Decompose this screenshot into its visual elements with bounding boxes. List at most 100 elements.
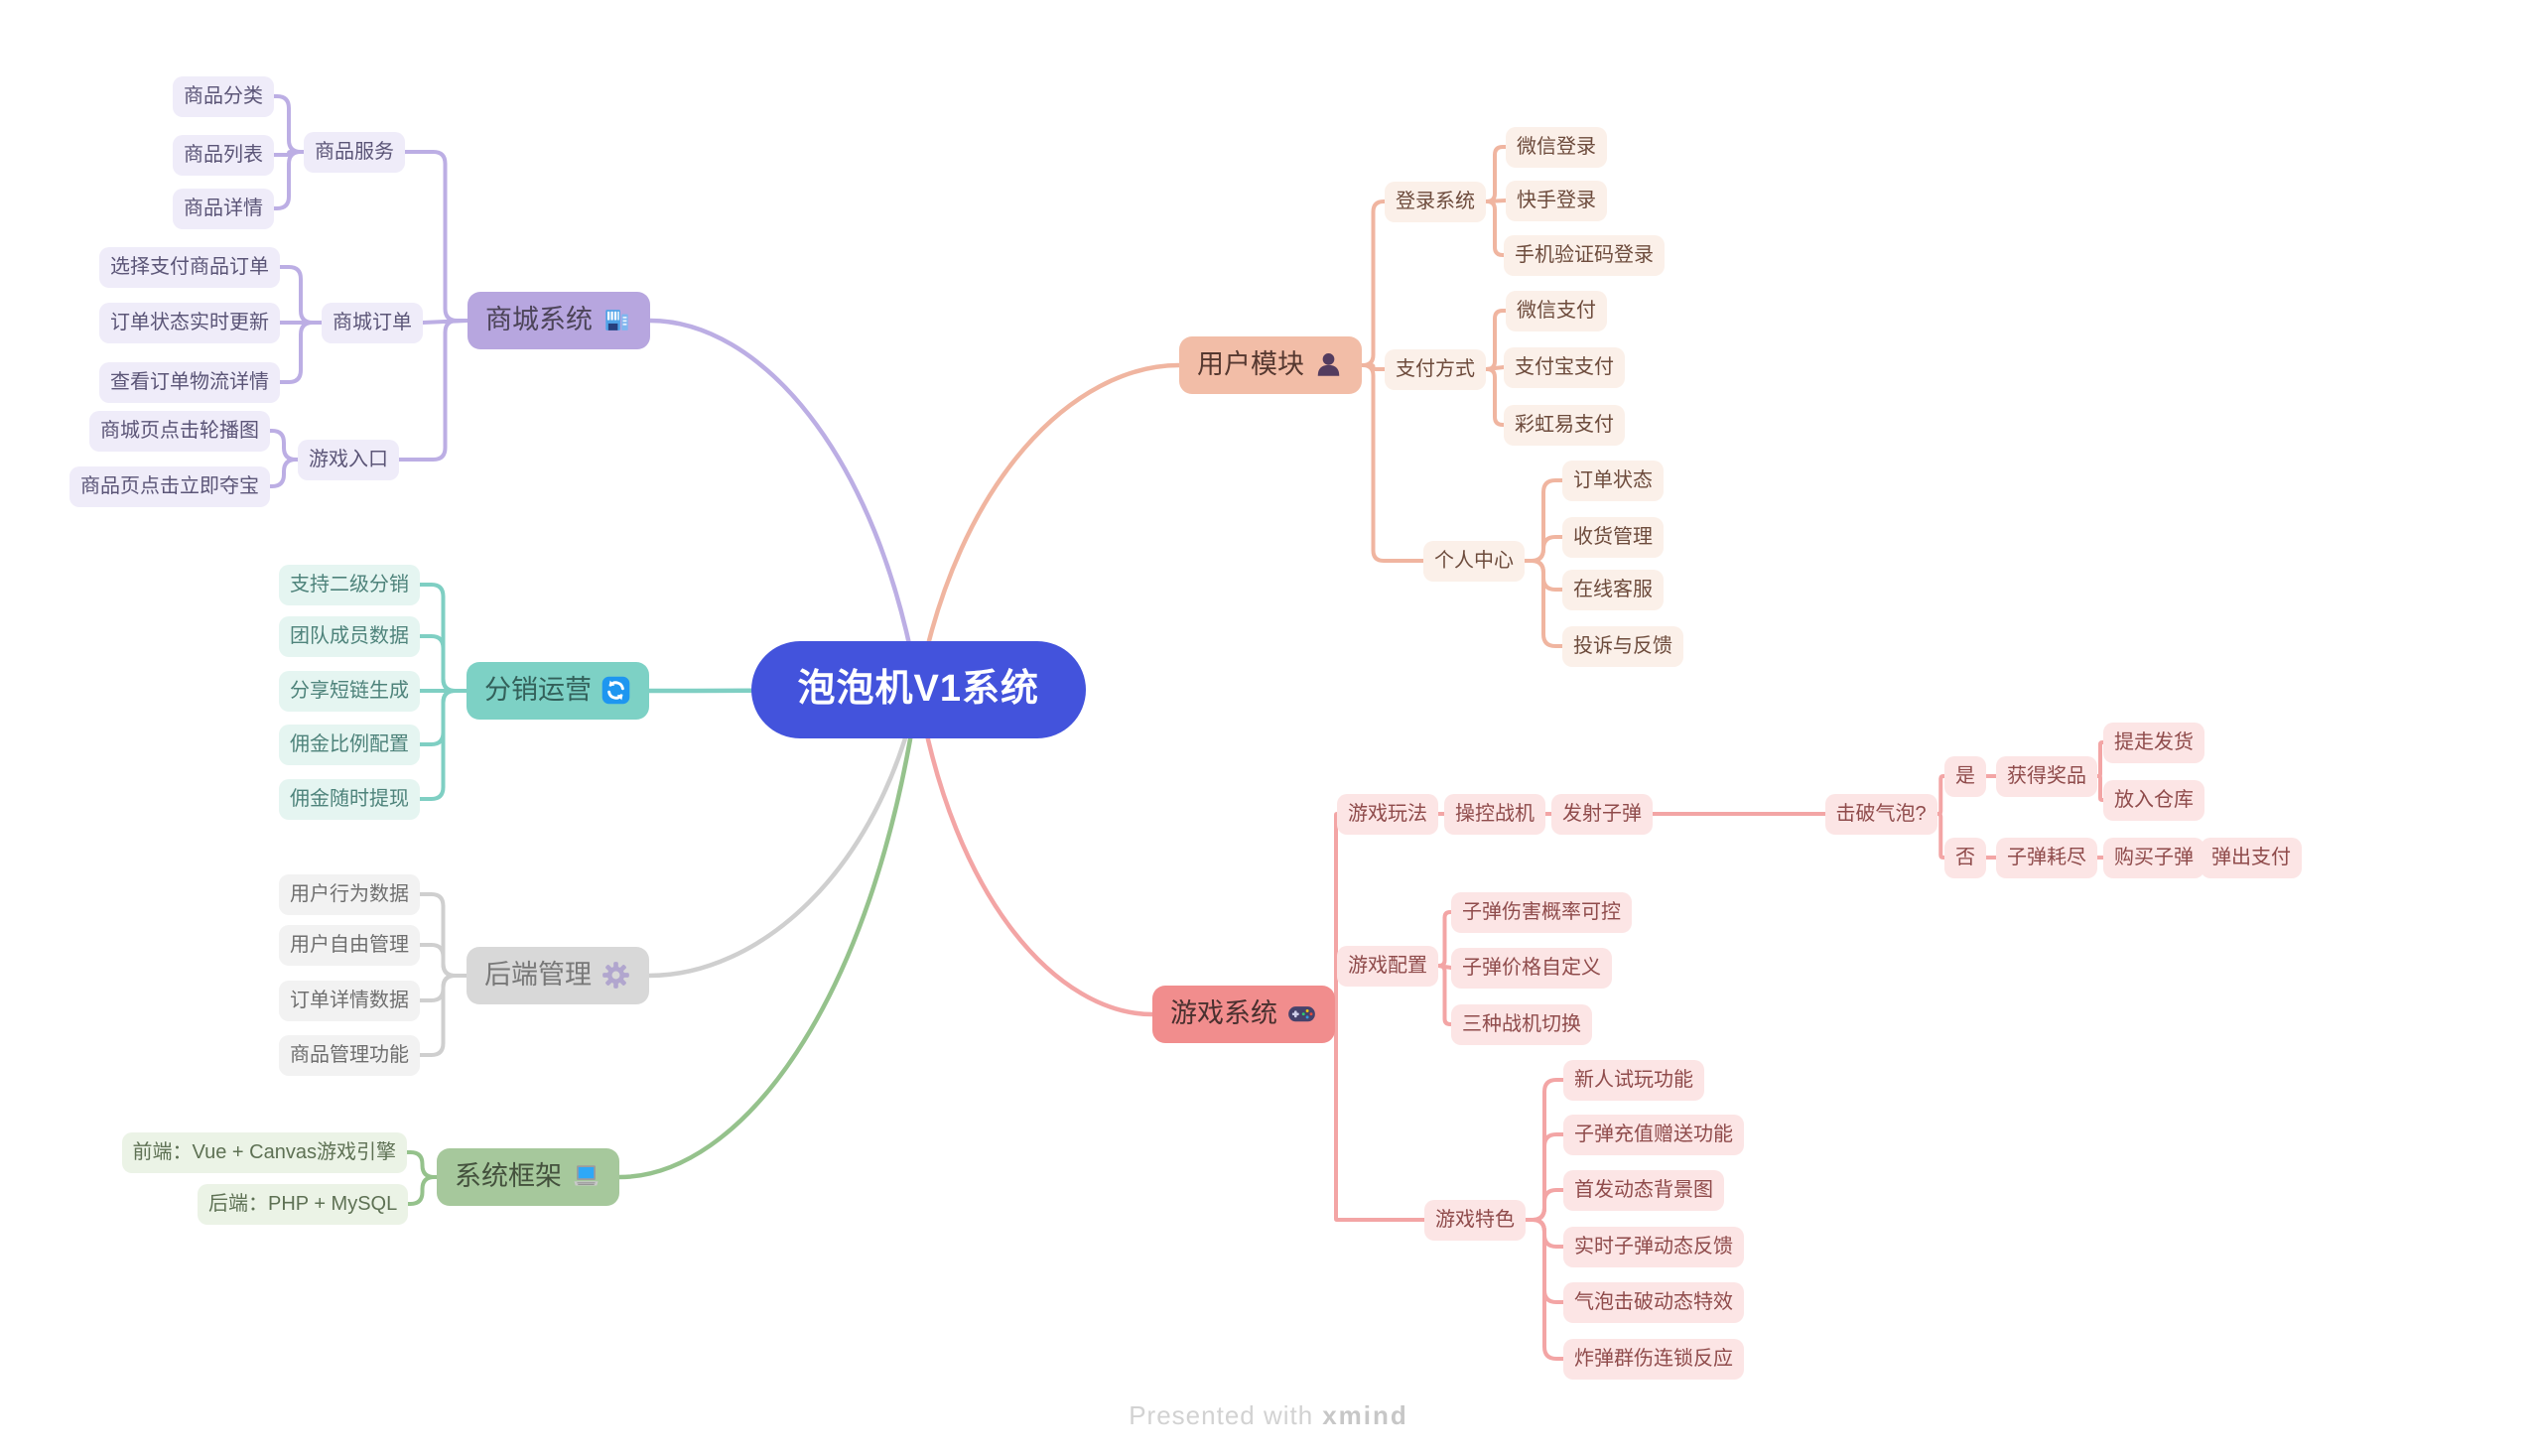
node-product-detail[interactable]: 商品详情 bbox=[173, 188, 274, 229]
node-gameplay[interactable]: 游戏玩法 bbox=[1337, 793, 1438, 835]
node-dist-ops[interactable]: 分销运营 bbox=[467, 662, 649, 720]
node-bullet-price[interactable]: 子弹价格自定义 bbox=[1451, 947, 1612, 989]
node-label: 订单状态 bbox=[1573, 468, 1653, 491]
node-choose-pay-order[interactable]: 选择支付商品订单 bbox=[99, 246, 280, 288]
node-break-bubble[interactable]: 击破气泡? bbox=[1824, 793, 1937, 835]
node-label: 游戏系统 bbox=[1170, 998, 1277, 1028]
node-bullet-feedback[interactable]: 实时子弹动态反馈 bbox=[1563, 1226, 1744, 1267]
node-label: 团队成员数据 bbox=[290, 624, 409, 647]
node-answer-yes[interactable]: 是 bbox=[1944, 755, 1986, 797]
node-label: 放入仓库 bbox=[2114, 788, 2194, 811]
node-order-detail-data[interactable]: 订单详情数据 bbox=[279, 980, 420, 1021]
node-bomb-chain-reaction[interactable]: 炸弹群伤连锁反应 bbox=[1563, 1338, 1744, 1380]
node-short-link-gen[interactable]: 分享短链生成 bbox=[279, 670, 420, 712]
node-complaint-feedback[interactable]: 投诉与反馈 bbox=[1562, 625, 1683, 667]
node-product-category[interactable]: 商品分类 bbox=[173, 75, 274, 117]
node-product-lottery[interactable]: 商品页点击立即夺宝 bbox=[69, 465, 270, 507]
node-label: 弹出支付 bbox=[2211, 846, 2291, 868]
node-user-behavior-data[interactable]: 用户行为数据 bbox=[279, 873, 420, 915]
node-label: 商品详情 bbox=[184, 197, 263, 219]
node-personal-center[interactable]: 个人中心 bbox=[1423, 540, 1525, 582]
node-sys-framework[interactable]: 系统框架 bbox=[437, 1148, 619, 1206]
node-buy-bullets[interactable]: 购买子弹 bbox=[2103, 837, 2204, 878]
node-game-system[interactable]: 游戏系统 bbox=[1152, 986, 1335, 1043]
node-newbie-trial[interactable]: 新人试玩功能 bbox=[1563, 1059, 1704, 1101]
node-commission-config[interactable]: 佣金比例配置 bbox=[279, 724, 420, 765]
gear-icon bbox=[601, 960, 631, 991]
node-user-free-manage[interactable]: 用户自由管理 bbox=[279, 924, 420, 966]
node-put-warehouse[interactable]: 放入仓库 bbox=[2103, 779, 2204, 821]
node-team-member-data[interactable]: 团队成员数据 bbox=[279, 615, 420, 657]
node-wechat-login[interactable]: 微信登录 bbox=[1506, 126, 1607, 168]
node-frontend-stack[interactable]: 前端：Vue + Canvas游戏引擎 bbox=[121, 1131, 407, 1173]
node-label: 子弹耗尽 bbox=[2007, 846, 2086, 868]
node-view-logistics[interactable]: 查看订单物流详情 bbox=[99, 361, 280, 403]
node-login-system[interactable]: 登录系统 bbox=[1385, 181, 1486, 222]
node-label: 提走发货 bbox=[2114, 730, 2194, 753]
node-commission-withdraw[interactable]: 佣金随时提现 bbox=[279, 778, 420, 820]
node-label: 佣金随时提现 bbox=[290, 787, 409, 810]
node-label: 查看订单物流详情 bbox=[110, 370, 269, 393]
node-label: 收货管理 bbox=[1573, 525, 1653, 548]
node-label: 是 bbox=[1955, 764, 1975, 787]
node-label: 子弹充值赠送功能 bbox=[1574, 1123, 1733, 1145]
node-dynamic-background[interactable]: 首发动态背景图 bbox=[1563, 1169, 1724, 1211]
node-label: 商品管理功能 bbox=[290, 1043, 409, 1066]
node-product-manage-func[interactable]: 商品管理功能 bbox=[279, 1034, 420, 1076]
node-product-service[interactable]: 商品服务 bbox=[304, 131, 405, 173]
node-wechat-pay[interactable]: 微信支付 bbox=[1506, 290, 1607, 331]
store-icon bbox=[601, 305, 632, 335]
node-sms-login[interactable]: 手机验证码登录 bbox=[1504, 234, 1665, 276]
node-label: 支持二级分销 bbox=[290, 573, 409, 596]
node-label: 后端管理 bbox=[484, 960, 592, 990]
node-user-module[interactable]: 用户模块 bbox=[1179, 336, 1362, 394]
node-game-features[interactable]: 游戏特色 bbox=[1424, 1199, 1526, 1241]
node-label: 泡泡机V1系统 bbox=[797, 668, 1039, 710]
node-label: 系统框架 bbox=[455, 1161, 562, 1191]
node-two-level-dist[interactable]: 支持二级分销 bbox=[279, 564, 420, 605]
node-mall-order[interactable]: 商城订单 bbox=[322, 302, 423, 343]
node-label: 商城页点击轮播图 bbox=[100, 419, 259, 442]
node-bubble-break-effect[interactable]: 气泡击破动态特效 bbox=[1563, 1281, 1744, 1323]
node-alipay[interactable]: 支付宝支付 bbox=[1504, 346, 1625, 388]
node-bullets-exhausted[interactable]: 子弹耗尽 bbox=[1996, 837, 2097, 878]
node-label: 支付宝支付 bbox=[1515, 355, 1614, 378]
node-label: 商品页点击立即夺宝 bbox=[80, 474, 259, 497]
user-icon bbox=[1313, 349, 1344, 380]
node-backend-admin[interactable]: 后端管理 bbox=[467, 947, 649, 1004]
node-game-config[interactable]: 游戏配置 bbox=[1337, 945, 1438, 987]
footer-brand: xmind bbox=[1322, 1400, 1408, 1430]
footer-text: Presented with bbox=[1129, 1400, 1314, 1430]
node-bullet-damage[interactable]: 子弹伤害概率可控 bbox=[1451, 891, 1632, 933]
node-backend-stack[interactable]: 后端：PHP + MySQL bbox=[198, 1183, 409, 1225]
node-label: 击破气泡? bbox=[1835, 802, 1927, 825]
node-pay-method[interactable]: 支付方式 bbox=[1385, 348, 1486, 390]
node-label: 彩虹易支付 bbox=[1515, 413, 1614, 436]
node-kuaishou-login[interactable]: 快手登录 bbox=[1506, 180, 1607, 221]
node-label: 商城订单 bbox=[333, 311, 412, 333]
node-online-service[interactable]: 在线客服 bbox=[1562, 569, 1664, 610]
node-order-status[interactable]: 订单状态 bbox=[1562, 460, 1664, 501]
node-label: 游戏配置 bbox=[1348, 954, 1427, 977]
node-fire-bullet[interactable]: 发射子弹 bbox=[1551, 793, 1653, 835]
node-bullet-recharge-bonus[interactable]: 子弹充值赠送功能 bbox=[1563, 1114, 1744, 1155]
node-label: 商品列表 bbox=[184, 143, 263, 166]
node-product-list[interactable]: 商品列表 bbox=[173, 134, 274, 176]
node-game-entry[interactable]: 游戏入口 bbox=[298, 439, 399, 480]
node-label: 订单详情数据 bbox=[290, 989, 409, 1011]
node-delivery-manage[interactable]: 收货管理 bbox=[1562, 516, 1664, 558]
node-root[interactable]: 泡泡机V1系统 bbox=[750, 641, 1086, 738]
node-rainbow-pay[interactable]: 彩虹易支付 bbox=[1504, 404, 1625, 446]
node-label: 游戏入口 bbox=[309, 448, 388, 470]
node-mall-system[interactable]: 商城系统 bbox=[467, 292, 650, 349]
node-label: 手机验证码登录 bbox=[1515, 243, 1654, 266]
node-pickup-ship[interactable]: 提走发货 bbox=[2103, 722, 2204, 763]
node-label: 子弹价格自定义 bbox=[1462, 956, 1601, 979]
node-order-status-realtime[interactable]: 订单状态实时更新 bbox=[99, 302, 280, 343]
node-fighter-switch[interactable]: 三种战机切换 bbox=[1451, 1003, 1592, 1045]
node-get-prize[interactable]: 获得奖品 bbox=[1996, 755, 2097, 797]
node-banner-click[interactable]: 商城页点击轮播图 bbox=[89, 410, 270, 452]
node-popup-pay[interactable]: 弹出支付 bbox=[2201, 837, 2302, 878]
node-answer-no[interactable]: 否 bbox=[1944, 837, 1986, 878]
node-control-fighter[interactable]: 操控战机 bbox=[1444, 793, 1545, 835]
